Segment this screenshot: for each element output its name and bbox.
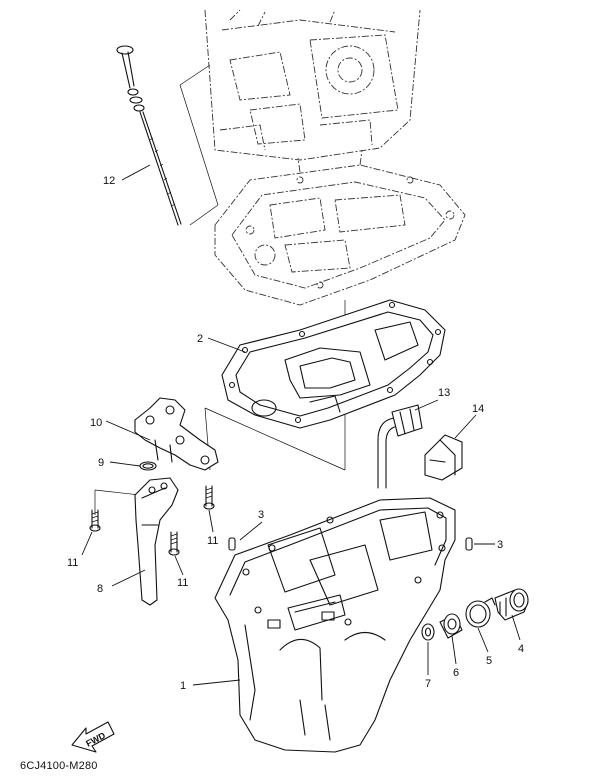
washer-part-7 bbox=[421, 623, 435, 641]
bolts-part-11 bbox=[89, 485, 215, 556]
gasket-part-2 bbox=[221, 299, 446, 429]
diagram-caption: 6CJ4100-M280 bbox=[20, 760, 98, 772]
drain-plug-part-6 bbox=[439, 613, 463, 639]
bolt-left bbox=[89, 509, 101, 532]
bolt-middle bbox=[168, 531, 180, 556]
callout-5: 5 bbox=[486, 655, 492, 667]
hose-clamp-part-5 bbox=[465, 597, 496, 628]
dowel-pins-part-3 bbox=[228, 537, 473, 551]
callout-1: 1 bbox=[180, 680, 186, 692]
oil-pan-part-1 bbox=[214, 497, 456, 753]
callout-8: 8 bbox=[97, 583, 103, 595]
callout-14: 14 bbox=[472, 403, 484, 415]
oil-strainer-part-8 bbox=[134, 477, 179, 606]
dipstick-part-12 bbox=[116, 45, 182, 226]
assembly-center-lines bbox=[94, 64, 346, 515]
callout-4: 4 bbox=[518, 643, 524, 655]
bolt-right bbox=[203, 485, 215, 510]
callout-10: 10 bbox=[90, 417, 102, 429]
callout-11-left: 11 bbox=[67, 557, 78, 569]
hose-part-13 bbox=[377, 404, 423, 489]
callout-11-middle: 11 bbox=[177, 577, 188, 589]
callout-9: 9 bbox=[98, 457, 104, 469]
exhaust-plate-ghost bbox=[214, 149, 466, 306]
strainer-bracket-part-10 bbox=[134, 397, 219, 471]
fwd-arrow: FWD bbox=[71, 721, 115, 753]
callout-3-left: 3 bbox=[258, 509, 264, 521]
callout-13: 13 bbox=[438, 387, 450, 399]
callout-3-right: 3 bbox=[497, 539, 503, 551]
clip-part-14 bbox=[424, 434, 463, 481]
o-ring-part-9 bbox=[139, 461, 157, 471]
callout-11-right: 11 bbox=[207, 535, 218, 547]
callout-2: 2 bbox=[197, 333, 203, 345]
powerhead-ghost bbox=[204, 9, 421, 161]
callout-labels: 1 2 3 3 4 5 6 7 8 9 10 11 11 11 12 13 14 bbox=[67, 175, 524, 692]
callout-7: 7 bbox=[425, 678, 431, 690]
elbow-part-4 bbox=[494, 588, 529, 621]
callout-6: 6 bbox=[453, 667, 459, 679]
callout-12: 12 bbox=[103, 175, 115, 187]
leader-lines bbox=[81, 164, 521, 686]
